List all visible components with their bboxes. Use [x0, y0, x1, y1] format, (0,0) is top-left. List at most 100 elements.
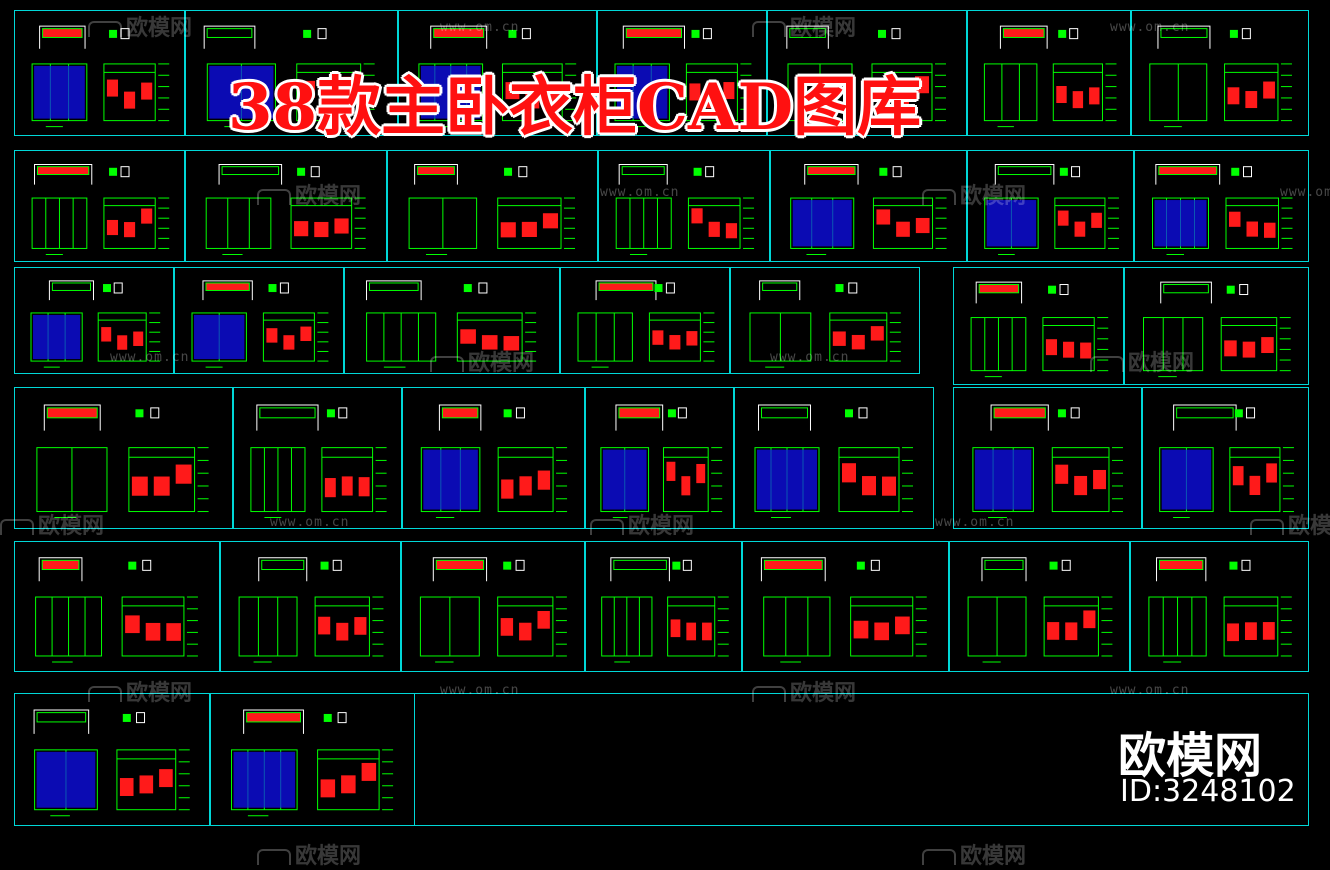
wardrobe-drawing — [231, 709, 394, 817]
watermark-brand: 欧模网 — [257, 838, 361, 870]
wardrobe-drawing — [203, 25, 375, 128]
watermark-brand: 欧模网 — [1090, 345, 1194, 377]
drawing-panel — [770, 150, 967, 262]
sofa-logo-icon — [1090, 356, 1124, 372]
drawing-panel — [387, 150, 598, 262]
sofa-logo-icon — [257, 189, 291, 205]
wardrobe-drawing — [972, 404, 1123, 519]
watermark-url: www.om.cn — [600, 185, 680, 200]
drawing-panel — [597, 10, 767, 136]
drawing-panel — [14, 693, 210, 826]
wardrobe-drawing — [749, 280, 901, 368]
drawing-panel — [14, 10, 185, 136]
watermark-url: www.om.cn — [1110, 683, 1190, 698]
drawing-panel — [585, 387, 734, 529]
wardrobe-drawing — [366, 280, 537, 368]
drawing-panel — [14, 541, 220, 672]
wardrobe-drawing — [418, 25, 577, 128]
wardrobe-drawing — [577, 280, 715, 368]
wardrobe-drawing — [419, 557, 567, 663]
wardrobe-drawing — [970, 281, 1109, 378]
sofa-logo-icon — [88, 21, 122, 37]
drawing-panel — [742, 541, 949, 672]
sofa-logo-icon — [430, 356, 464, 372]
watermark-brand: 欧模网 — [590, 508, 694, 540]
drawing-panel — [414, 693, 1309, 826]
drawing-panel — [210, 693, 415, 826]
watermark-brand: 欧模网 — [88, 10, 192, 42]
drawing-panel — [967, 150, 1134, 262]
wardrobe-drawing — [35, 557, 198, 663]
drawing-panel — [14, 387, 233, 529]
drawing-panel — [14, 150, 185, 262]
watermark-brand: 欧模网 — [752, 10, 856, 42]
wardrobe-drawing — [600, 404, 723, 519]
watermark-brand: 欧模网 — [752, 675, 856, 707]
sofa-logo-icon — [922, 849, 956, 865]
wardrobe-drawing — [1159, 404, 1294, 519]
watermark-url: www.om.cn — [270, 515, 350, 530]
wardrobe-drawing — [615, 163, 755, 255]
watermark-url: www.om.cn — [440, 20, 520, 35]
wardrobe-drawing — [984, 163, 1119, 255]
wardrobe-drawing — [31, 163, 170, 255]
wardrobe-drawing — [238, 557, 384, 663]
wardrobe-drawing — [1143, 281, 1291, 378]
watermark-brand: 欧模网 — [922, 838, 1026, 870]
drawing-panel — [953, 267, 1124, 385]
wardrobe-drawing — [1149, 25, 1292, 128]
drawing-panel — [220, 541, 401, 672]
sofa-logo-icon — [257, 849, 291, 865]
sofa-logo-icon — [1250, 519, 1284, 535]
wardrobe-drawing — [786, 25, 946, 128]
drawing-panel — [1130, 541, 1309, 672]
drawing-panel — [402, 387, 585, 529]
wardrobe-drawing — [191, 280, 329, 368]
watermark-url: www.om.cn — [1110, 20, 1190, 35]
drawing-panel — [767, 10, 967, 136]
page-title: 38款主卧衣柜CAD图库 — [228, 70, 922, 145]
drawing-panel — [344, 267, 560, 374]
drawing-panel — [585, 541, 742, 672]
drawing-panel — [1131, 10, 1309, 136]
watermark-brand: 欧模网 — [1250, 508, 1330, 540]
drawing-panel — [560, 267, 730, 374]
watermark-url: www.om.cn — [440, 683, 520, 698]
drawing-panel — [401, 541, 585, 672]
drawing-panel — [185, 10, 398, 136]
drawing-panel — [398, 10, 597, 136]
cad-sheet: 欧模网欧模网欧模网欧模网欧模网欧模网欧模网欧模网欧模网欧模网欧模网欧模网欧模网w… — [0, 10, 1330, 869]
drawing-panel — [1124, 267, 1309, 385]
drawing-panel — [1142, 387, 1309, 529]
wardrobe-drawing — [420, 404, 568, 519]
watermark-url: www.om.cn — [770, 350, 850, 365]
wardrobe-drawing — [601, 557, 729, 663]
drawing-panel — [14, 267, 174, 374]
brand-id: ID:3248102 — [1120, 774, 1296, 809]
drawing-panel — [185, 150, 387, 262]
wardrobe-drawing — [983, 25, 1117, 128]
watermark-brand: 欧模网 — [257, 178, 361, 210]
wardrobe-drawing — [250, 404, 387, 519]
watermark-url: www.om.cn — [110, 350, 190, 365]
wardrobe-drawing — [790, 163, 947, 255]
drawing-panel — [730, 267, 920, 374]
sofa-logo-icon — [752, 686, 786, 702]
brand-logo-text: 欧模网 — [1118, 728, 1263, 784]
wardrobe-drawing — [30, 280, 161, 368]
wardrobe-drawing — [614, 25, 752, 128]
wardrobe-drawing — [36, 404, 209, 519]
watermark-brand: 欧模网 — [88, 675, 192, 707]
watermark-brand: 欧模网 — [0, 508, 104, 540]
wardrobe-drawing — [408, 163, 576, 255]
drawing-panel — [233, 387, 402, 529]
watermark-url: www.om.cn — [935, 515, 1015, 530]
wardrobe-drawing — [1152, 163, 1293, 255]
drawing-panel — [949, 541, 1130, 672]
sofa-logo-icon — [0, 519, 34, 535]
sofa-logo-icon — [590, 519, 624, 535]
wardrobe-drawing — [967, 557, 1113, 663]
sofa-logo-icon — [88, 686, 122, 702]
drawing-panel — [967, 10, 1131, 136]
wardrobe-drawing — [754, 404, 913, 519]
